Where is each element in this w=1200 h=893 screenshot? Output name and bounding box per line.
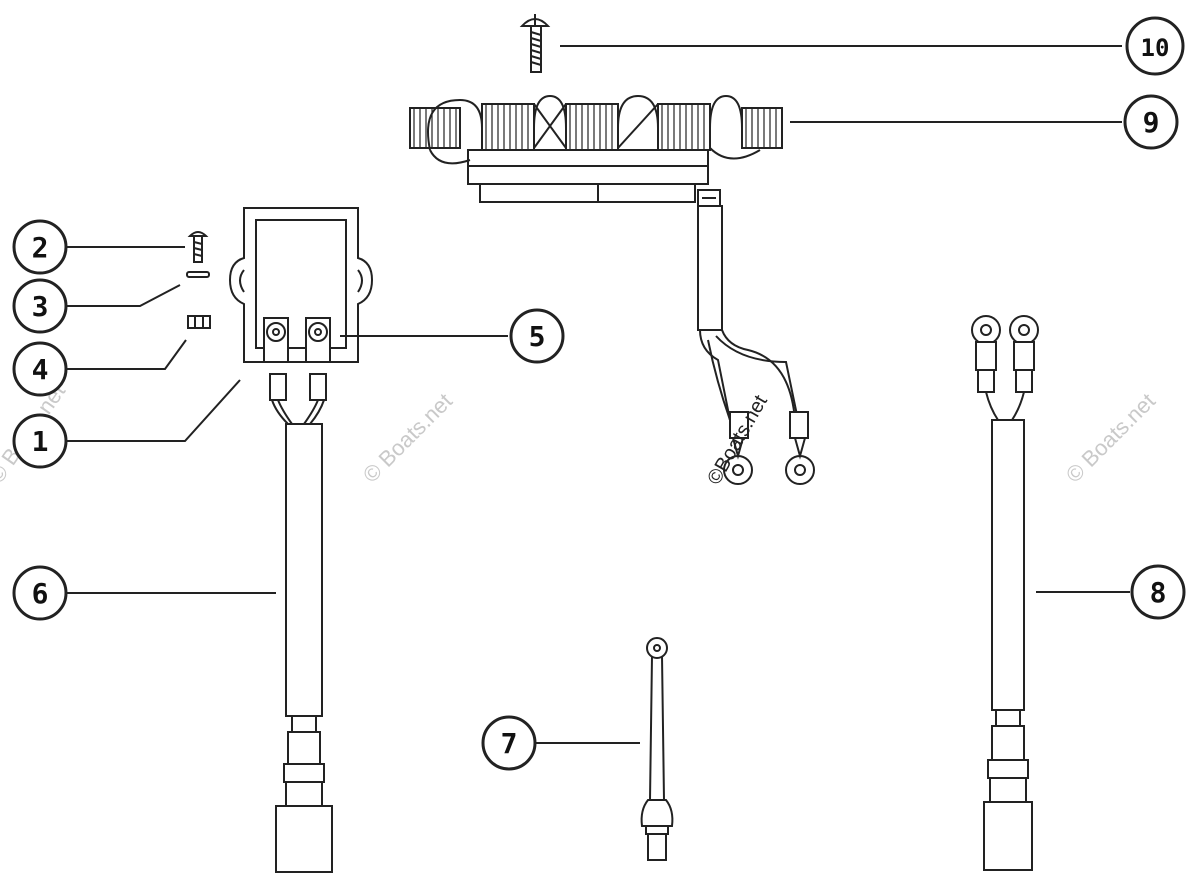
callout-3: 3 (12, 278, 68, 334)
coil-cores (427, 94, 761, 165)
callout-9-label: 9 (1143, 106, 1160, 139)
callout-1: 1 (12, 413, 68, 469)
callout-1-label: 1 (32, 425, 49, 458)
watermark-center: © Boats.net (358, 388, 457, 487)
callout-9: 9 (1123, 94, 1179, 150)
callout-5-label: 5 (529, 320, 546, 353)
callout-10-label: 10 (1141, 34, 1170, 62)
callout-4: 4 (12, 341, 68, 397)
callout-4-label: 4 (32, 353, 49, 386)
lead-part-8 (971, 315, 1039, 871)
callout-3-label: 3 (32, 290, 49, 323)
callout-2-label: 2 (32, 231, 49, 264)
screw-part-10 (519, 14, 551, 73)
callout-6-label: 6 (32, 577, 49, 610)
nut-part-4 (187, 315, 211, 329)
callout-6: 6 (12, 565, 68, 621)
callout-8-label: 8 (1150, 576, 1167, 609)
callout-7: 7 (481, 715, 537, 771)
callout-2: 2 (12, 219, 68, 275)
switch-box-part-1 (228, 207, 374, 363)
screw-part-2 (187, 231, 209, 263)
coil-plate-part-9 (409, 94, 815, 485)
coil-windings (409, 103, 783, 151)
watermark-right: © Boats.net (1061, 388, 1160, 487)
callout-7-label: 7 (501, 727, 518, 760)
leader-lines (66, 45, 1130, 744)
callout-5: 5 (509, 308, 565, 364)
washer-part-3 (186, 271, 210, 278)
ground-strap-part-7 (640, 637, 674, 861)
callout-8: 8 (1130, 564, 1186, 620)
lead-part-6 (269, 373, 333, 873)
callout-10: 10 (1125, 16, 1185, 76)
